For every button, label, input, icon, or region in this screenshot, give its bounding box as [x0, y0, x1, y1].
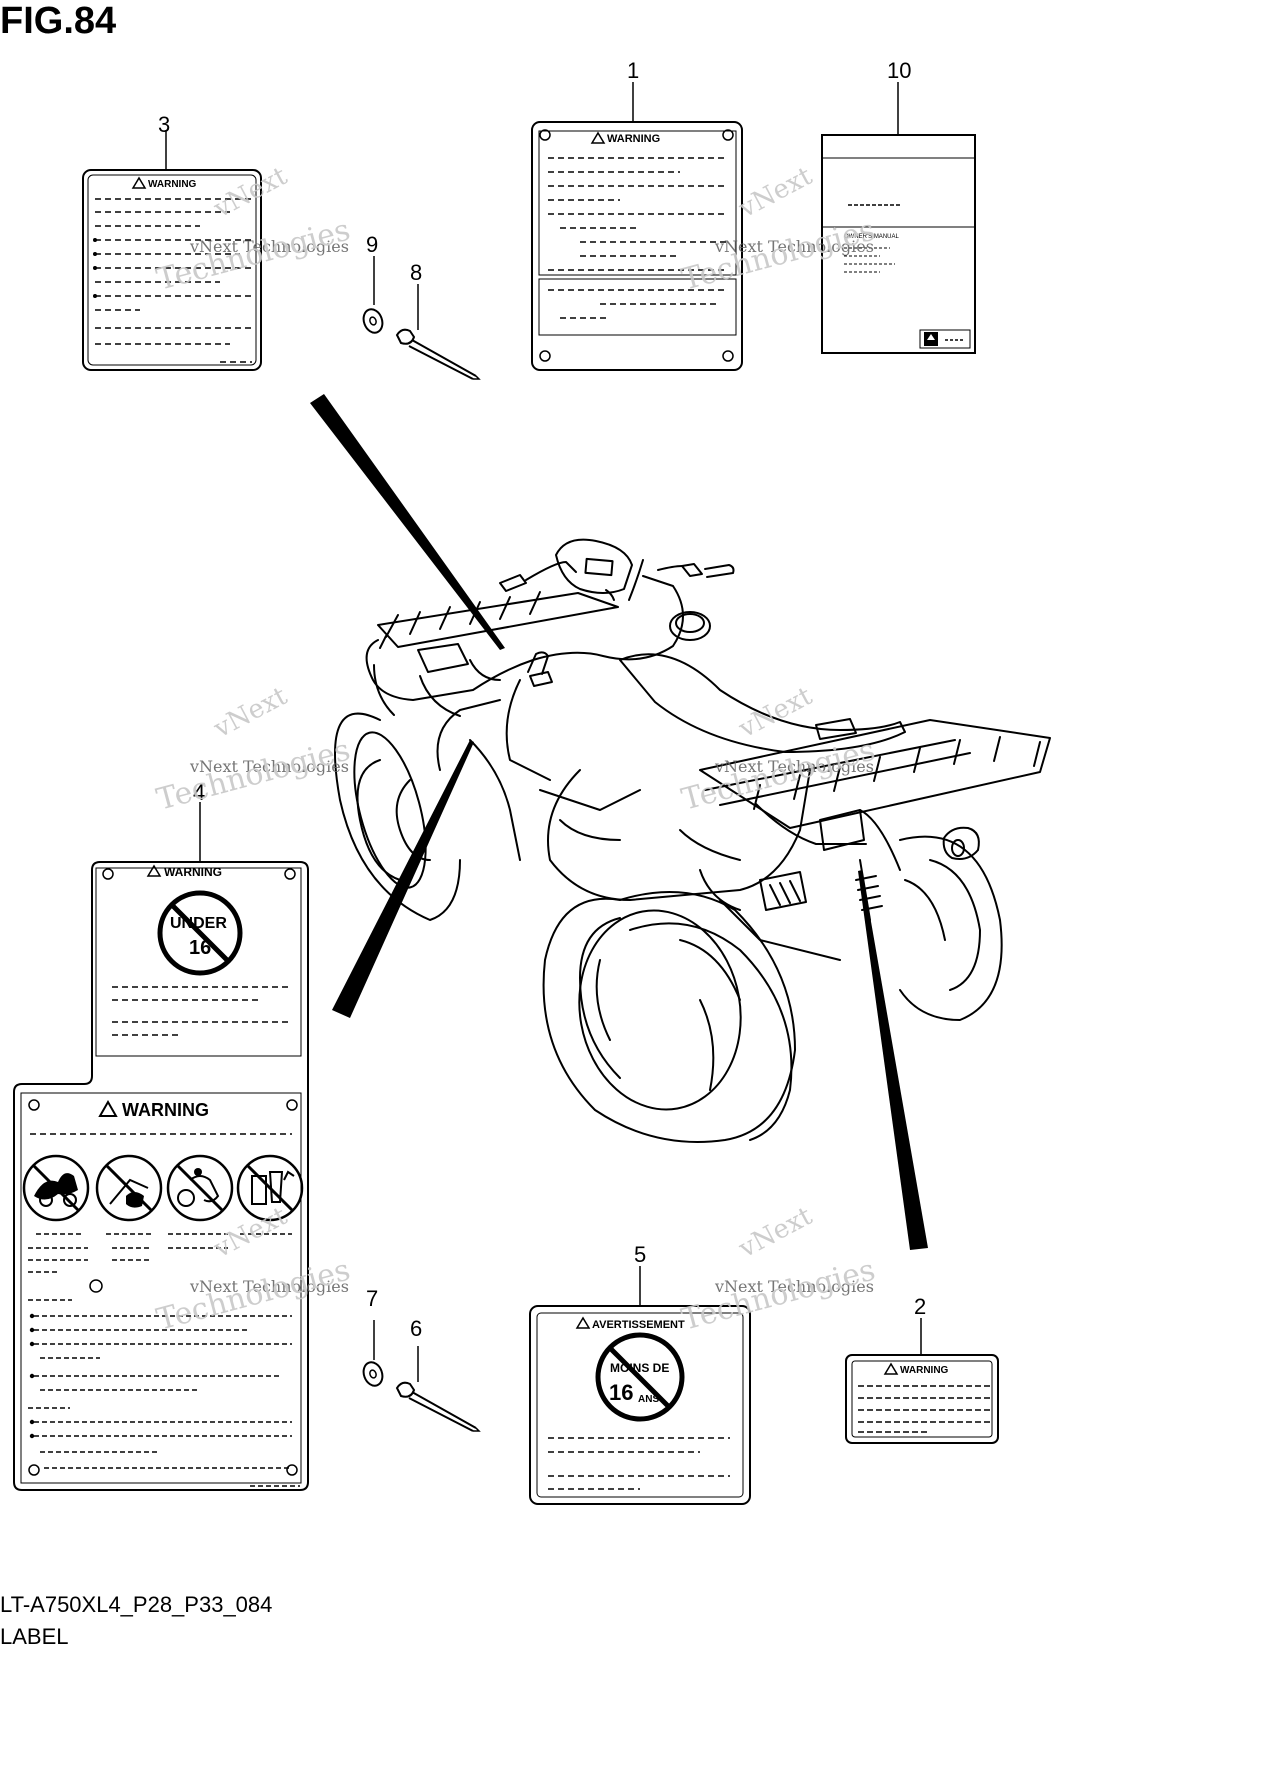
warning-text: WARNING [900, 1365, 949, 1376]
washer-9 [362, 256, 384, 334]
callout-10: 10 [887, 58, 911, 83]
moins-16-prohibition-icon: MOINS DE 16 ANS [595, 1332, 685, 1422]
warning-icon [575, 1316, 591, 1329]
pictogram-no-passenger-icon [22, 1154, 90, 1222]
moins-de-text: MOINS DE [610, 1361, 669, 1375]
callout-5: 5 [634, 1242, 646, 1267]
atv-illustration [334, 538, 1051, 1143]
callout-7: 7 [366, 1286, 378, 1311]
label-1: WARNING [531, 82, 743, 371]
ans-text: ANS [638, 1394, 659, 1405]
watermark-text: vNext Technologies [714, 757, 874, 776]
washer-7 [362, 1320, 384, 1387]
warning-icon [146, 864, 162, 877]
pictogram-no-alcohol-icon [236, 1154, 304, 1222]
rivet-8 [395, 284, 481, 380]
watermark-text: vNext Technologies [189, 1277, 349, 1296]
label-5: AVERTISSEMENT MOINS DE 16 ANS [529, 1266, 751, 1505]
callout-8: 8 [410, 260, 422, 285]
callout-6: 6 [410, 1316, 422, 1341]
moins-age-text: 16 [609, 1380, 633, 1405]
watermark-text-large: vNext [733, 681, 817, 745]
watermark-text: vNext Technologies [189, 757, 349, 776]
watermark-text-large: vNext [733, 1201, 817, 1265]
figure-caption: LABEL [0, 1624, 69, 1649]
watermark-text: vNext Technologies [714, 1277, 874, 1296]
callout-2: 2 [914, 1294, 926, 1319]
pictogram-no-paved-road-icon [95, 1154, 163, 1222]
watermark-text: vNext Technologies [189, 237, 349, 256]
warning-text: WARNING [607, 133, 660, 145]
callout-3: 3 [158, 112, 170, 137]
label-2: WARNING [845, 1318, 999, 1444]
under-age-text: 16 [189, 937, 211, 959]
under-16-prohibition-icon: UNDER 16 [157, 890, 243, 976]
watermark-text-large: vNext [208, 681, 292, 745]
warning-text: WARNING [164, 865, 222, 879]
label-4: WARNING UNDER 16 WARNING [13, 802, 309, 1491]
owners-manual-text: OWNER'S MANUAL [844, 234, 899, 240]
label-10-owners-manual: OWNER'S MANUAL [821, 82, 976, 354]
warning-icon [883, 1362, 899, 1375]
callout-4: 4 [193, 780, 205, 805]
warning-text-large: WARNING [122, 1100, 209, 1120]
figure-code: LT-A750XL4_P28_P33_084 [0, 1592, 273, 1617]
warning-icon [131, 176, 147, 189]
watermark-text-large: vNext [733, 161, 817, 225]
warning-text: WARNING [148, 179, 197, 190]
warning-icon [590, 131, 606, 144]
avertissement-text: AVERTISSEMENT [592, 1319, 685, 1331]
callout-1: 1 [627, 58, 639, 83]
leader-wedges [310, 394, 928, 1250]
watermark-text: vNext Technologies [714, 237, 874, 256]
callout-9: 9 [366, 232, 378, 257]
figure-title: FIG.84 [0, 0, 117, 42]
rivet-6 [395, 1346, 481, 1432]
label-3: WARNING [82, 130, 262, 371]
warning-icon [98, 1099, 118, 1117]
pictogram-no-stunts-icon [166, 1154, 234, 1222]
